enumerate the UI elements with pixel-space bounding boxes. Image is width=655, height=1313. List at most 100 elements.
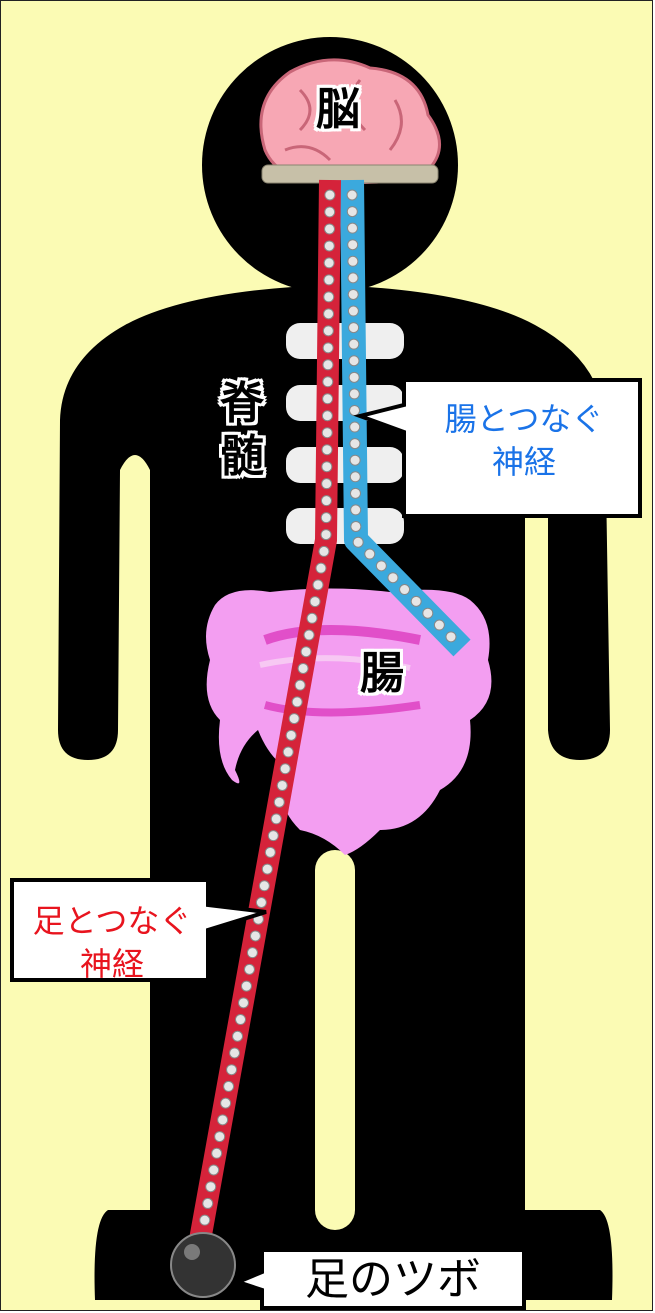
foot-nerve-led [208,1164,220,1176]
foot-callout-box [10,878,267,982]
foot-nerve-led [297,662,309,674]
gut-nerve-led [348,371,360,383]
gut-nerve-led [349,404,361,416]
foot-nerve-led [273,796,285,808]
spinal-cord-label-char-1: 脊 [220,378,264,429]
foot-nerve-led [279,763,291,775]
foot-nerve-led [223,1080,235,1092]
gut-nerve-led [348,322,360,334]
gut-nerve-led [347,288,359,300]
foot-nerve-led [229,1047,241,1059]
foot-nerve-led [324,223,336,235]
foot-nerve-led [270,813,282,825]
gut-nerve-led [349,454,361,466]
spinal-cord-label: 脊 髄 [216,378,268,484]
foot-nerve-callout-line-2: 神経 [79,945,144,984]
foot-nerve-led [243,963,255,975]
gut-nerve-callout-line-1: 腸とつなぐ [444,400,604,438]
gut-nerve-led [350,504,362,516]
foot-nerve-led [323,240,335,252]
gut-nerve-led [399,584,411,596]
foot-nerve-led [240,980,252,992]
gut-nerve-led [350,520,362,532]
foot-nerve-led [246,947,258,959]
gut-nerve-led [433,619,445,631]
foot-nerve-callout: 足とつなぐ 神経 [12,900,212,986]
foot-nerve-led [309,596,321,608]
foot-nerve-led [323,274,335,286]
gut-nerve-led [387,572,399,584]
gut-nerve-led [348,338,360,350]
foot-nerve-led [282,746,294,758]
foot-nerve-led [235,1014,247,1026]
foot-nerve-led [323,308,335,320]
gut-nerve-led [422,607,434,619]
gut-nerve-led [346,189,358,201]
foot-nerve-led [214,1131,226,1143]
foot-nerve-led [294,679,306,691]
foot-nerve-led [288,713,300,725]
foot-nerve-led [318,545,330,557]
intestine [206,588,492,855]
acupoint-ball [170,1232,236,1298]
foot-nerve-callout-line-1: 足とつなぐ [32,902,192,940]
foot-nerve-led [237,997,249,1009]
gut-callout-box [353,378,642,518]
spinal-cord-label-char-2: 髄 [220,430,264,482]
gut-nerve-led [349,471,361,483]
foot-nerve-led [285,729,297,741]
foot-nerve-led [324,189,336,201]
foot-nerve-led [322,393,334,405]
gut-nerve-led [346,222,358,234]
foot-nerve-led [300,646,312,658]
foot-nerve-led [321,478,333,490]
brain-label: 脳 [316,84,360,135]
gut-nerve-led [375,560,387,572]
foot-nerve-led [249,930,261,942]
gut-nerve-strip [340,179,471,657]
gut-nerve-led [364,548,376,560]
foot-nerve-led [211,1147,223,1159]
foot-nerve-led [323,257,335,269]
gut-nerve-led [349,487,361,499]
foot-nerve-led [320,529,332,541]
foot-nerve-led [291,696,303,708]
gut-nerve-led [348,388,360,400]
foot-nerve-strip [189,179,341,1242]
foot-nerve-led [220,1097,232,1109]
gut-nerve-led [349,438,361,450]
foot-nerve-led [312,579,324,591]
gut-nerve-led [445,631,457,643]
foot-nerve-led [205,1181,217,1193]
foot-nerve-led [322,376,334,388]
foot-nerve-led [267,830,279,842]
acupoint-box [232,1248,526,1310]
gut-nerve-led [352,536,364,548]
foot-nerve-led [322,342,334,354]
foot-nerve-led [276,779,288,791]
foot-nerve-led [320,512,332,524]
gut-nerve-led [347,255,359,267]
foot-nerve-led [324,206,336,218]
gut-nerve-led [410,595,422,607]
foot-nerve-led [320,495,332,507]
foot-nerve-led [321,461,333,473]
foot-nerve-led [199,1214,211,1226]
foot-nerve-led [315,562,327,574]
foot-nerve-led [323,291,335,303]
foot-nerve-led [322,359,334,371]
foot-nerve-led [321,427,333,439]
intestine-label: 腸 [360,648,404,699]
gut-nerve-callout: 腸とつなぐ 神経 [408,398,640,484]
foot-nerve-led [264,846,276,858]
foot-nerve-led [321,410,333,422]
gut-nerve-led [349,421,361,433]
foot-nerve-led [306,612,318,624]
foot-nerve-led [321,444,333,456]
foot-nerve-led [255,897,267,909]
gut-nerve-led [348,355,360,367]
foot-nerve-led [303,629,315,641]
gut-nerve-callout-line-2: 神経 [491,443,556,482]
acupoint-label: 足のツボ [305,1254,481,1305]
